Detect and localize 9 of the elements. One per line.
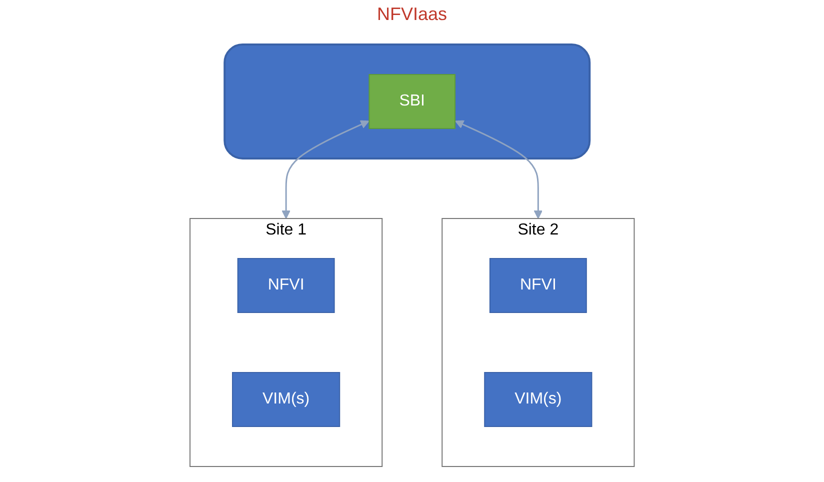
node-box: VIM(s) bbox=[232, 372, 340, 427]
arrow bbox=[454, 120, 542, 219]
cluster bbox=[224, 44, 590, 160]
node-box: VIM(s) bbox=[484, 372, 592, 427]
node-box: NFVI bbox=[489, 258, 587, 313]
node-box: SBI bbox=[368, 74, 456, 129]
node-box: NFVI bbox=[237, 258, 335, 313]
interface-label: NFVIaas bbox=[376, 4, 448, 24]
arrow bbox=[282, 120, 370, 219]
